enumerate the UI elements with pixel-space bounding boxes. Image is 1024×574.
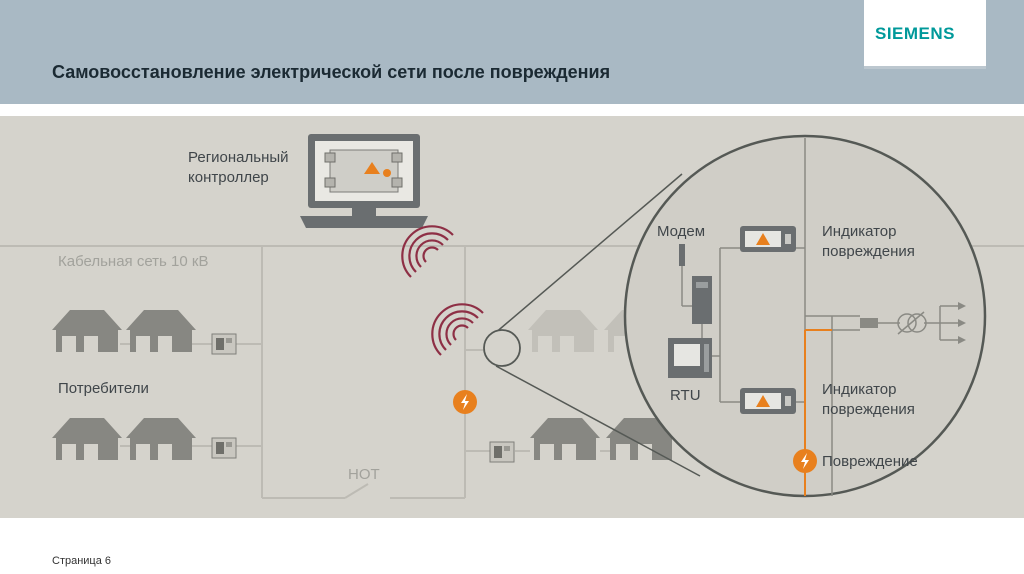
fault-label: Повреждение <box>822 453 918 470</box>
indicator1-label-line1: Индикатор <box>822 223 897 240</box>
meter-icon <box>489 441 515 463</box>
controller-label-line2: контроллер <box>188 169 269 186</box>
page-title: Самовосстановление электрической сети по… <box>52 62 611 82</box>
monitor-icon <box>300 134 428 228</box>
rtu-icon <box>668 338 712 378</box>
logo-box: SIEMENS <box>864 0 986 69</box>
meter-icon <box>211 437 237 459</box>
magnified-detail <box>668 138 966 496</box>
house-icon <box>52 418 122 460</box>
network-diagram <box>0 134 1024 499</box>
modem-label: Модем <box>657 223 706 240</box>
house-icon <box>52 310 122 352</box>
house-faded-icon <box>528 310 598 352</box>
siemens-logo: SIEMENS <box>875 24 956 43</box>
cable-network-label: Кабельная сеть 10 кВ <box>58 253 209 270</box>
consumers-label: Потребители <box>58 380 149 397</box>
fault-lightning-icon <box>453 390 477 414</box>
fault-indicator-icon <box>740 226 796 252</box>
switch-label: НОТ <box>348 466 380 483</box>
house-icon <box>126 310 196 352</box>
wireless-signal-icon <box>431 303 485 357</box>
indicator2-label-line1: Индикатор <box>822 381 897 398</box>
meter-icon <box>211 333 237 355</box>
house-icon <box>530 418 600 460</box>
fault-indicator-icon <box>740 388 796 414</box>
indicator1-label-line2: повреждения <box>822 243 915 260</box>
diagram-area: Региональный контроллер Кабельная сеть 1… <box>0 116 1024 518</box>
indicator2-label-line2: повреждения <box>822 401 915 418</box>
controller-label-line1: Региональный <box>188 149 289 166</box>
page-number: Страница 6 <box>52 555 112 567</box>
header-bar: Самовосстановление электрической сети по… <box>0 0 1024 104</box>
modem-icon <box>679 244 712 324</box>
transformer-icon <box>860 311 927 335</box>
rtu-label: RTU <box>670 387 701 404</box>
fault-lightning-icon <box>793 449 817 473</box>
wireless-signal-icon <box>401 225 455 279</box>
house-icon <box>126 418 196 460</box>
